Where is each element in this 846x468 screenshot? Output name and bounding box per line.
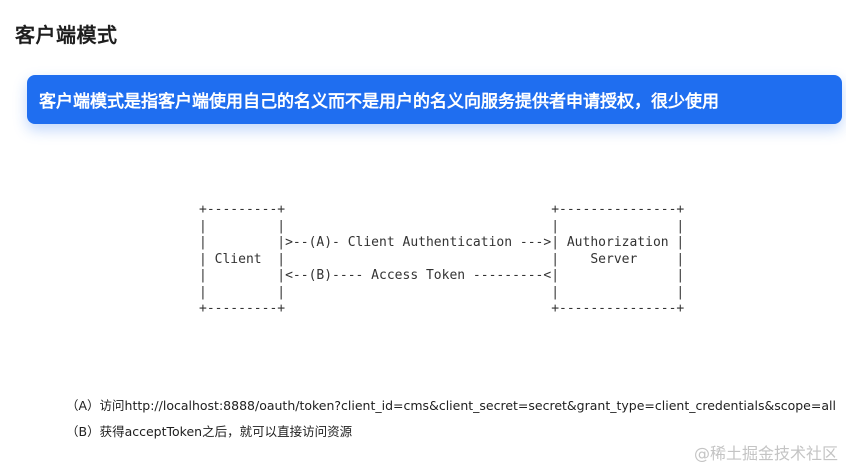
step-a-note: （A）访问http://localhost:8888/oauth/token?c… <box>66 398 836 413</box>
watermark: @稀土掘金技术社区 <box>693 444 838 463</box>
client-credentials-flow-diagram: +---------+ +---------------+ | | | | | … <box>199 202 685 316</box>
page-title: 客户端模式 <box>15 23 118 47</box>
step-notes: （A）访问http://localhost:8888/oauth/token?c… <box>66 397 836 449</box>
step-b-note: （B）获得acceptToken之后，就可以直接访问资源 <box>66 424 353 439</box>
definition-callout: 客户端模式是指客户端使用自己的名义而不是用户的名义向服务提供者申请授权，很少使用 <box>27 75 842 124</box>
callout-text: 客户端模式是指客户端使用自己的名义而不是用户的名义向服务提供者申请授权，很少使用 <box>39 92 719 112</box>
